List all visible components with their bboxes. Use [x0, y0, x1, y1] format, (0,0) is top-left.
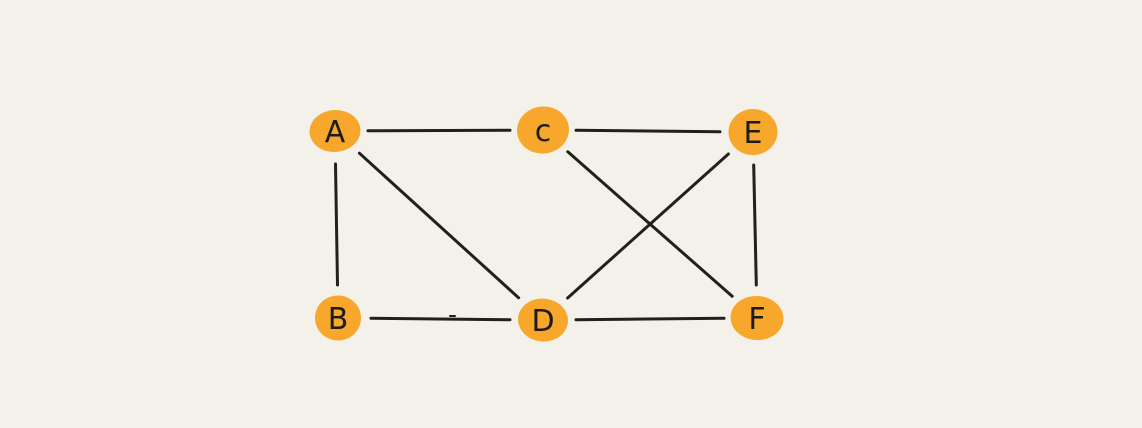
node-C: c [517, 106, 569, 154]
edge-D-F [574, 316, 726, 322]
edge-C-E [574, 128, 722, 134]
node-B: B [315, 295, 361, 341]
node-C-label: c [535, 114, 552, 149]
node-F-label: F [748, 302, 765, 337]
edge-B-D [369, 316, 512, 322]
node-D: D [518, 298, 568, 342]
node-B-circle [315, 295, 361, 341]
stray-pen-mark [449, 315, 456, 317]
node-E-circle [728, 108, 778, 156]
edge-E-F [752, 163, 758, 287]
node-A-label: A [325, 115, 346, 150]
node-C-circle [517, 106, 569, 154]
edge-A-B [334, 162, 339, 287]
node-F-circle [730, 295, 784, 341]
node-A-circle [309, 109, 361, 153]
edge-A-D [357, 151, 521, 300]
node-E-label: E [744, 116, 763, 151]
node-D-circle [518, 298, 568, 342]
edge-A-C [366, 128, 512, 133]
node-B-label: B [328, 302, 349, 337]
node-F: F [730, 295, 784, 341]
node-E: E [728, 108, 778, 156]
node-A: A [309, 109, 361, 153]
node-D-label: D [531, 304, 554, 339]
edge-D-E [566, 152, 730, 300]
